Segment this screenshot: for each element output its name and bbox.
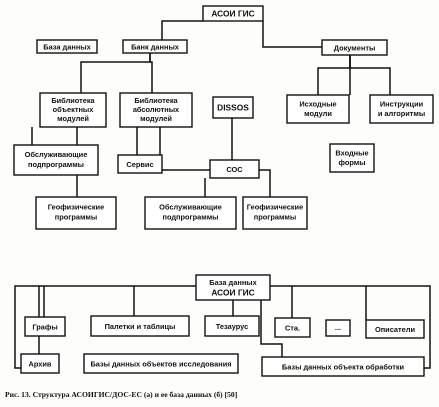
node-source-modules: Исходные модули (286, 94, 350, 124)
svg-text:Палетки и таблицы: Палетки и таблицы (105, 322, 176, 331)
svg-text:СОС: СОС (226, 165, 243, 174)
node-sta: Ста. (274, 317, 311, 338)
node-asoi-gis: АСОИ ГИС (202, 5, 264, 22)
svg-text:Библиотека: Библиотека (51, 96, 95, 105)
svg-text:и алгоритмы: и алгоритмы (378, 109, 425, 118)
node-geophysical-programs-left: Геофизические программы (35, 196, 117, 230)
node-absolute-modules-library: Библиотека абсолютных модулей (119, 92, 193, 128)
node-geophysical-programs-right: Геофизические программы (242, 196, 308, 230)
node-thesaurus: Тезаурус (204, 315, 260, 337)
node-service-subroutines: Обслуживающие подпрограммы (13, 144, 99, 176)
svg-text:Архив: Архив (29, 360, 52, 369)
node-database-asoi-gis: База данных АСОИ ГИС (195, 274, 271, 301)
svg-text:Библиотека: Библиотека (134, 96, 178, 105)
node-research-objects-db: Базы данных объектов исследования (83, 353, 239, 374)
node-input-forms: Входные формы (329, 143, 375, 173)
svg-text:модули: модули (304, 109, 332, 118)
svg-text:Входные: Входные (335, 149, 368, 158)
svg-text:Банк данных: Банк данных (131, 43, 180, 52)
svg-text:Сервис: Сервис (126, 160, 153, 169)
svg-text:База данных: База данных (209, 278, 257, 287)
svg-text:модулей: модулей (57, 114, 89, 123)
svg-text:Базы данных объекта обработки: Базы данных объекта обработки (282, 363, 405, 372)
node-documents: Документы (321, 39, 388, 56)
svg-text:подпрограммы: подпрограммы (162, 213, 218, 222)
svg-text:Обслуживающие: Обслуживающие (25, 150, 88, 159)
svg-text:Геофизические: Геофизические (247, 203, 303, 212)
svg-text:АСОИ ГИС: АСОИ ГИС (211, 288, 254, 298)
figure-caption: Рис. 13. Структура АСОИГИС/ДОС-ЕС (а) и … (5, 390, 237, 399)
node-graphs: Графы (24, 316, 66, 337)
svg-text:Документы: Документы (334, 44, 376, 53)
svg-text:Графы: Графы (32, 323, 57, 332)
svg-text:модулей: модулей (140, 114, 172, 123)
node-database-left: База данных (36, 39, 98, 54)
svg-text:Геофизические: Геофизические (48, 203, 104, 212)
svg-text:объектных: объектных (53, 105, 95, 114)
svg-text:Описатели: Описатели (375, 325, 415, 334)
svg-text:Обслуживающие: Обслуживающие (159, 203, 222, 212)
svg-text:База данных: База данных (43, 43, 91, 52)
node-archive: Архив (20, 353, 60, 374)
svg-text:программы: программы (55, 213, 97, 222)
node-dissos: DISSOS (212, 96, 254, 119)
node-asoi-gis-label: АСОИ ГИС (211, 9, 254, 19)
svg-text:формы: формы (338, 158, 365, 167)
svg-text:DISSOS: DISSOS (217, 103, 249, 113)
node-service-subroutines-right: Обслуживающие подпрограммы (144, 196, 237, 230)
svg-text:абсолютных: абсолютных (133, 105, 180, 114)
svg-text:Базы данных объектов исследова: Базы данных объектов исследования (90, 360, 231, 369)
svg-text:Ста.: Ста. (285, 324, 300, 333)
node-data-bank: Банк данных (122, 39, 188, 54)
node-instructions-algorithms: Инструкции и алгоритмы (369, 94, 434, 124)
svg-text:Инструкции: Инструкции (380, 100, 424, 109)
svg-text:...: ... (335, 323, 341, 332)
node-palettes-tables: Палетки и таблицы (90, 315, 190, 337)
top-diagram-nodes: АСОИ ГИС База данных Банк данных Докумен… (13, 5, 434, 230)
node-processing-objects-db: Базы данных объекта обработки (261, 356, 425, 377)
bottom-diagram-nodes: База данных АСОИ ГИС Графы Палетки и таб… (20, 274, 425, 377)
node-describers: Описатели (365, 319, 425, 339)
svg-text:программы: программы (254, 213, 296, 222)
node-object-modules-library: Библиотека объектных модулей (39, 92, 107, 128)
node-ellipsis: ... (325, 319, 351, 337)
top-diagram-connectors (31, 20, 391, 197)
svg-text:Тезаурус: Тезаурус (216, 322, 248, 331)
node-coc: СОС (209, 159, 260, 179)
svg-text:подпрограммы: подпрограммы (28, 160, 84, 169)
node-service: Сервис (117, 154, 163, 174)
svg-text:Исходные: Исходные (299, 100, 336, 109)
